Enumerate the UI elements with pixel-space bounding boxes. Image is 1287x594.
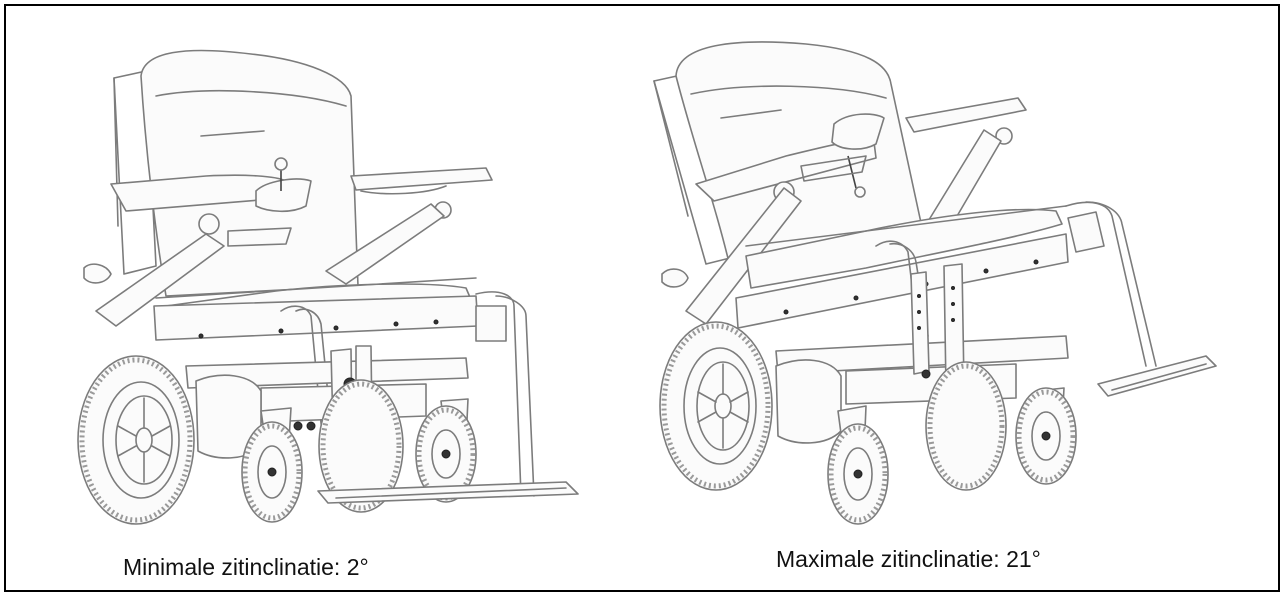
- caption-maximum-tilt: Maximale zitinclinatie: 21°: [776, 546, 1041, 572]
- figure-frame: Minimale zitinclinatie: 2°: [4, 4, 1280, 592]
- figure-minimum-tilt: Minimale zitinclinatie: 2°: [6, 6, 606, 590]
- caption-minimum-tilt: Minimale zitinclinatie: 2°: [123, 554, 369, 580]
- figure-maximum-tilt: Maximale zitinclinatie: 21°: [626, 6, 1276, 590]
- wheelchair-min-tilt-illustration: [77, 49, 579, 525]
- wheelchair-max-tilt-illustration: [653, 41, 1217, 525]
